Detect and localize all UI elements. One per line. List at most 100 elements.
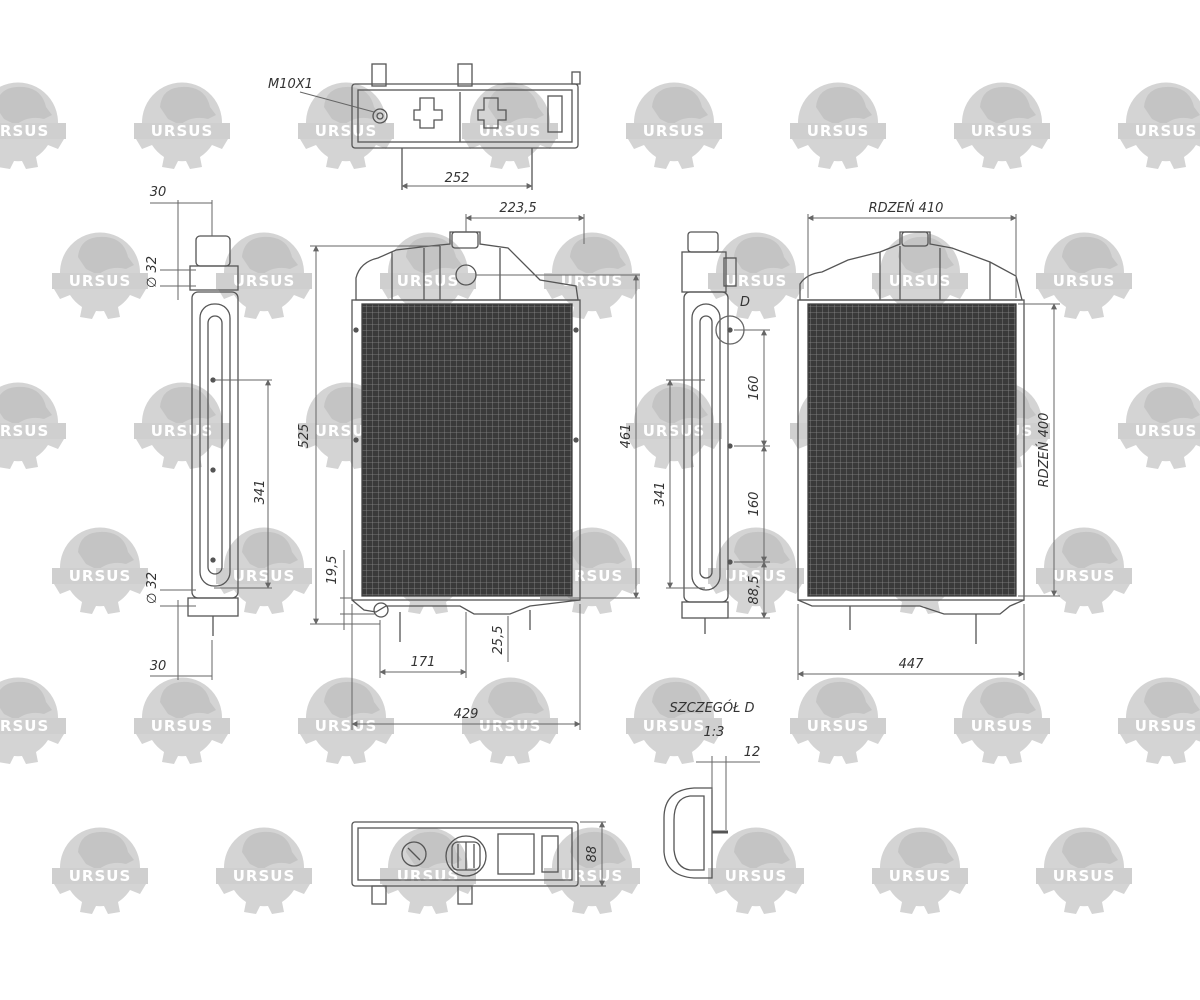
- ursus-watermark: URSUS: [0, 382, 66, 469]
- watermark-text: URSUS: [479, 717, 542, 735]
- detail-dim: 12: [744, 745, 761, 760]
- ursus-watermark: URSUS: [708, 527, 804, 614]
- ursus-watermark: URSUS: [1036, 232, 1132, 319]
- ursus-watermark: URSUS: [790, 82, 886, 169]
- front-view: [310, 214, 640, 730]
- watermark-text: URSUS: [1053, 272, 1116, 290]
- dim-spacing-2: 160: [747, 492, 762, 517]
- ursus-watermark: URSUS: [134, 82, 230, 169]
- ursus-watermark: URSUS: [626, 677, 722, 764]
- ursus-watermark: URSUS: [462, 82, 558, 169]
- ursus-watermark: URSUS: [52, 232, 148, 319]
- watermark-text: URSUS: [151, 422, 214, 440]
- watermark-text: URSUS: [807, 122, 870, 140]
- watermark-text: URSUS: [233, 867, 296, 885]
- ursus-watermark: URSUS: [544, 827, 640, 914]
- dim-side-top: 30: [150, 185, 167, 200]
- ursus-watermark: URSUS: [626, 382, 722, 469]
- watermark-text: URSUS: [315, 122, 378, 140]
- watermark-text: URSUS: [1135, 717, 1198, 735]
- watermark-text: URSUS: [151, 122, 214, 140]
- watermark-text: URSUS: [233, 567, 296, 585]
- ursus-watermark: URSUS: [0, 677, 66, 764]
- detail-scale: 1:3: [704, 725, 725, 740]
- dim-core-height: RDZEŃ 400: [1036, 413, 1052, 488]
- dim-right-side-height: 341: [653, 482, 668, 507]
- watermark-text: URSUS: [725, 272, 788, 290]
- ursus-watermark: URSUS: [134, 677, 230, 764]
- watermark-text: URSUS: [69, 867, 132, 885]
- watermark-text: URSUS: [643, 717, 706, 735]
- watermark-text: URSUS: [807, 717, 870, 735]
- ursus-watermark: URSUS: [790, 677, 886, 764]
- ursus-watermark: URSUS: [1118, 82, 1200, 169]
- ursus-watermark: URSUS: [626, 82, 722, 169]
- detail-d-view: [663, 756, 760, 879]
- ursus-watermark: URSUS: [1118, 677, 1200, 764]
- bottom-view: [351, 821, 606, 905]
- watermark-text: URSUS: [397, 272, 460, 290]
- dim-bottom-depth: 88: [585, 846, 600, 863]
- watermark-text: URSUS: [315, 422, 378, 440]
- watermark-text: URSUS: [1135, 122, 1198, 140]
- ursus-watermark: URSUS: [544, 527, 640, 614]
- watermark-text: URSUS: [0, 717, 49, 735]
- dim-side-bottom: 30: [150, 659, 167, 674]
- detail-marker: D: [740, 295, 750, 310]
- watermark-text: URSUS: [971, 717, 1034, 735]
- watermark-text: URSUS: [151, 717, 214, 735]
- ursus-watermark: URSUS: [380, 827, 476, 914]
- dim-side-height: 341: [253, 480, 268, 505]
- ursus-watermark: URSUS: [0, 82, 66, 169]
- dim-rear-width: 447: [899, 657, 925, 672]
- watermark-text: URSUS: [0, 422, 49, 440]
- detail-title: SZCZEGÓŁ D: [669, 700, 754, 716]
- dim-core-width: RDZEŃ 410: [869, 200, 944, 216]
- left-side-view: [150, 200, 272, 680]
- ursus-watermark: URSUS: [298, 677, 394, 764]
- ursus-watermark: URSUS: [380, 232, 476, 319]
- watermark-text: URSUS: [479, 122, 542, 140]
- dim-total-height: 525: [297, 424, 312, 449]
- watermark-text: URSUS: [233, 272, 296, 290]
- ursus-watermark: URSUS: [52, 827, 148, 914]
- ursus-watermark: URSUS: [954, 82, 1050, 169]
- ursus-watermark: URSUS: [216, 232, 312, 319]
- ursus-watermark: URSUS: [298, 382, 394, 469]
- watermark-text: URSUS: [69, 567, 132, 585]
- dimension-labels: M10X1 252 30 30 ∅ 32 ∅ 32 341 223,5 525 …: [145, 77, 1052, 862]
- ursus-watermark: URSUS: [872, 232, 968, 319]
- watermark-text: URSUS: [1053, 567, 1116, 585]
- ursus-watermark: URSUS: [216, 827, 312, 914]
- ursus-watermark: URSUS: [954, 677, 1050, 764]
- right-side-view: [666, 231, 770, 634]
- dim-pipe-bottom: ∅ 32: [145, 572, 160, 604]
- watermark-text: URSUS: [889, 272, 952, 290]
- watermark-layer: URSUS URSUS URSUS URSUS URSUS URSUS URSUS URSUS…: [0, 82, 1200, 914]
- watermark-text: URSUS: [1135, 422, 1198, 440]
- ursus-watermark: URSUS: [872, 827, 968, 914]
- ursus-watermark: URSUS: [134, 382, 230, 469]
- dim-foot-height: 25,5: [491, 626, 506, 655]
- ursus-watermark: URSUS: [298, 82, 394, 169]
- dim-overall-width: 429: [454, 707, 479, 722]
- watermark-text: URSUS: [0, 122, 49, 140]
- watermark-text: URSUS: [69, 272, 132, 290]
- watermark-text: URSUS: [889, 867, 952, 885]
- watermark-text: URSUS: [725, 567, 788, 585]
- top-view: [299, 63, 581, 190]
- watermark-text: URSUS: [561, 567, 624, 585]
- ursus-watermark: URSUS: [708, 827, 804, 914]
- watermark-text: URSUS: [1053, 867, 1116, 885]
- watermark-text: URSUS: [561, 867, 624, 885]
- dim-spacing-3: 88,5: [747, 576, 762, 605]
- dim-spacing-1: 160: [747, 376, 762, 401]
- thread-callout: M10X1: [268, 77, 313, 92]
- dim-bottom-offset: 19,5: [325, 556, 340, 585]
- watermark-text: URSUS: [397, 867, 460, 885]
- ursus-watermark: URSUS: [708, 232, 804, 319]
- ursus-watermark: URSUS: [52, 527, 148, 614]
- watermark-text: URSUS: [643, 422, 706, 440]
- watermark-text: URSUS: [315, 717, 378, 735]
